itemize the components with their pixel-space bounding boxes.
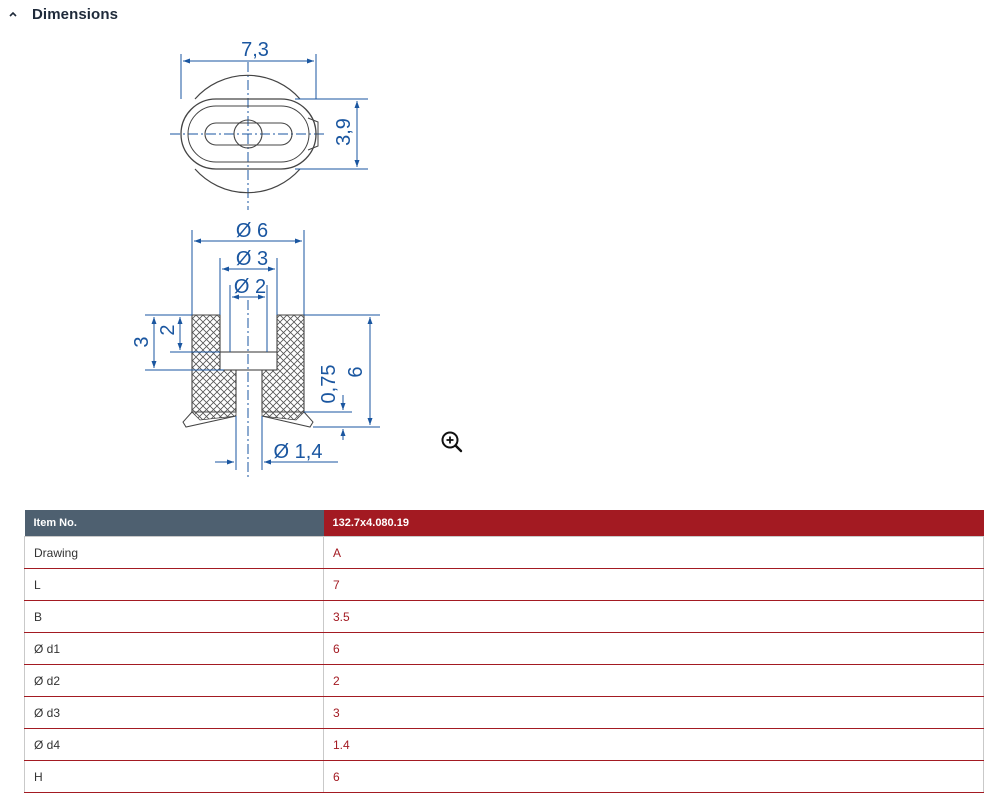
row-key: Ø d3	[24, 696, 324, 729]
specification-table: Item No. 132.7x4.080.19 Drawing A L 7 B …	[24, 510, 984, 793]
dim-h075: 0,75	[318, 365, 340, 404]
row-value: 3	[323, 696, 984, 729]
top-view: 7,3 3,9	[170, 39, 368, 210]
technical-drawing: 7,3 3,9 Ø 6 Ø 3 Ø 2	[131, 39, 380, 480]
row-value: 3.5	[323, 600, 984, 633]
section-view: Ø 6 Ø 3 Ø 2 Ø 1,4 3 2 6 0,75	[131, 220, 380, 480]
row-value: A	[323, 536, 984, 569]
row-value: 6	[323, 760, 984, 793]
table-row: B 3.5	[24, 600, 984, 633]
header-item-value: 132.7x4.080.19	[323, 510, 984, 537]
row-value: 2	[323, 664, 984, 697]
row-key: Drawing	[24, 536, 324, 569]
table-row: Ø d3 3	[24, 696, 984, 729]
dim-d14: Ø 1,4	[274, 441, 323, 463]
dim-top-height: 3,9	[333, 118, 355, 146]
row-value: 6	[323, 632, 984, 665]
row-value: 7	[323, 568, 984, 601]
row-key: Ø d2	[24, 664, 324, 697]
row-key: B	[24, 600, 324, 633]
dim-d2: Ø 2	[234, 276, 266, 298]
row-value: 1.4	[323, 728, 984, 761]
section-header[interactable]: Dimensions	[6, 4, 118, 24]
table-row: Ø d1 6	[24, 632, 984, 665]
table-row: Ø d4 1.4	[24, 728, 984, 761]
dim-h6: 6	[345, 366, 367, 377]
dim-d3: Ø 3	[236, 248, 268, 270]
dim-h3: 3	[131, 336, 153, 347]
table-row: Ø d2 2	[24, 664, 984, 697]
dim-d6: Ø 6	[236, 220, 268, 242]
chevron-up-icon[interactable]	[6, 7, 20, 21]
row-key: H	[24, 760, 324, 793]
header-item-no: Item No.	[24, 510, 324, 537]
dim-h2: 2	[157, 324, 179, 335]
section-title: Dimensions	[32, 5, 119, 23]
table-row: Drawing A	[24, 536, 984, 569]
table-row: H 6	[24, 760, 984, 793]
row-key: L	[24, 568, 324, 601]
table-header-row: Item No. 132.7x4.080.19	[24, 510, 984, 537]
row-key: Ø d1	[24, 632, 324, 665]
table-row: L 7	[24, 568, 984, 601]
zoom-in-icon[interactable]	[440, 430, 464, 454]
row-key: Ø d4	[24, 728, 324, 761]
dim-top-width: 7,3	[241, 39, 269, 61]
